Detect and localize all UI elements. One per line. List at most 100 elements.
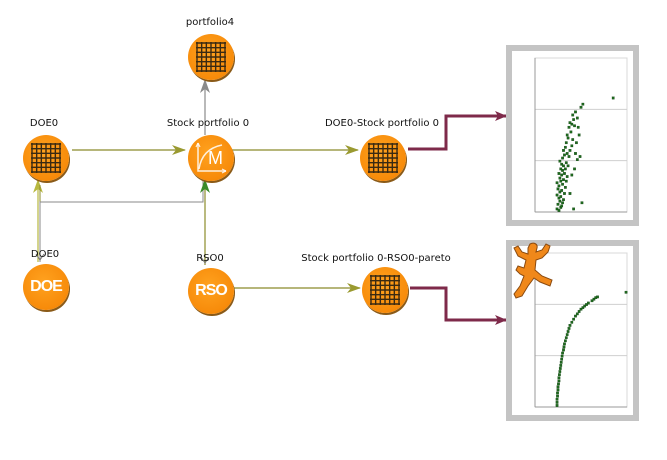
scatter-chart-pareto (534, 252, 628, 408)
data-point (559, 179, 563, 183)
data-point (562, 164, 565, 168)
data-point (574, 152, 577, 155)
data-point (563, 342, 566, 346)
data-point (577, 133, 581, 137)
rso-icon: RSO (195, 282, 228, 299)
data-point (587, 301, 590, 305)
data-point (557, 184, 561, 188)
data-point (555, 193, 559, 197)
edge-tick-doe (35, 253, 45, 261)
edge-doe-loop-to-stock[interactable] (39, 178, 204, 262)
chart-pareto-frame[interactable] (506, 240, 639, 421)
data-point (563, 153, 566, 157)
data-point (566, 164, 570, 168)
data-point (555, 207, 559, 211)
data-point (562, 348, 565, 352)
data-point (624, 290, 628, 294)
data-point (575, 158, 579, 161)
mascot-logo-icon (513, 242, 553, 299)
data-point (572, 317, 575, 321)
grid-table-icon (31, 143, 61, 173)
data-point (567, 327, 571, 330)
grid-table-icon (196, 42, 226, 72)
data-point (563, 192, 566, 195)
data-point (573, 167, 576, 171)
data-point (558, 373, 561, 377)
data-point (564, 161, 568, 165)
data-point (567, 125, 571, 129)
data-point (558, 367, 562, 370)
rso0-label: RSO0 (196, 253, 224, 264)
stock-portfolio-node[interactable]: M (188, 135, 234, 181)
data-point (564, 141, 568, 145)
rso0-node[interactable]: RSO (188, 268, 234, 314)
pareto-table-label: Stock portfolio 0-RSO0-pareto (301, 253, 451, 264)
data-point (555, 181, 559, 185)
data-point (563, 172, 566, 175)
data-point (557, 196, 561, 200)
data-point (560, 204, 564, 208)
data-point (568, 324, 572, 327)
data-point (592, 297, 596, 301)
data-point (581, 306, 585, 310)
data-point (579, 307, 583, 311)
edge-table-to-chart1[interactable] (408, 111, 507, 151)
edge-pareto-to-chart2[interactable] (410, 286, 507, 325)
doe0-table-label: DOE0 (29, 118, 59, 129)
data-point (558, 190, 562, 194)
data-point (572, 118, 575, 121)
data-point (564, 186, 567, 189)
data-point (575, 141, 578, 145)
data-point (562, 149, 565, 152)
data-point (565, 152, 569, 155)
data-point (596, 295, 599, 299)
data-point (564, 339, 567, 343)
doe-scheduler-node[interactable]: DOE (23, 264, 69, 310)
doe0-stock-table-label: DOE0-Stock portfolio 0 (324, 118, 440, 129)
data-point (556, 202, 560, 206)
data-point (561, 351, 564, 355)
stock-portfolio-label: Stock portfolio 0 (166, 118, 250, 129)
doe-scheduler-label: DOE0 (30, 249, 60, 260)
data-point (578, 155, 582, 158)
data-point (570, 320, 574, 324)
doe0-stock-table-node[interactable] (360, 135, 406, 181)
data-point (562, 198, 565, 202)
data-point (561, 182, 564, 186)
data-point (564, 336, 568, 340)
data-point (555, 404, 559, 407)
chart-doe0-stock-frame[interactable] (506, 45, 639, 226)
data-point (556, 385, 560, 389)
data-point (575, 116, 579, 120)
edge-tick-rso (200, 256, 210, 264)
data-point (571, 113, 575, 117)
data-point (556, 391, 559, 395)
pareto-table-node[interactable] (362, 267, 408, 313)
data-point (580, 201, 584, 205)
data-point (560, 173, 564, 177)
data-point (566, 330, 570, 333)
data-point (556, 394, 559, 398)
data-point (560, 189, 564, 192)
doe0-table-node[interactable] (23, 135, 69, 181)
data-point (571, 138, 575, 141)
data-point (562, 178, 565, 182)
portfolio4-node[interactable] (188, 34, 234, 80)
data-point (579, 105, 583, 109)
data-point (565, 133, 569, 137)
data-point (558, 176, 562, 180)
data-point (568, 192, 572, 195)
grid-table-icon (370, 275, 400, 305)
data-point (557, 172, 561, 175)
data-point (570, 173, 574, 177)
data-point (570, 144, 574, 148)
data-point (559, 167, 563, 171)
data-point (568, 149, 572, 152)
data-point (559, 360, 563, 364)
data-point (558, 370, 562, 373)
data-point (565, 175, 569, 178)
data-point (572, 207, 575, 211)
chart-doe0-stock-panel (512, 51, 633, 220)
grid-table-icon (368, 143, 398, 173)
